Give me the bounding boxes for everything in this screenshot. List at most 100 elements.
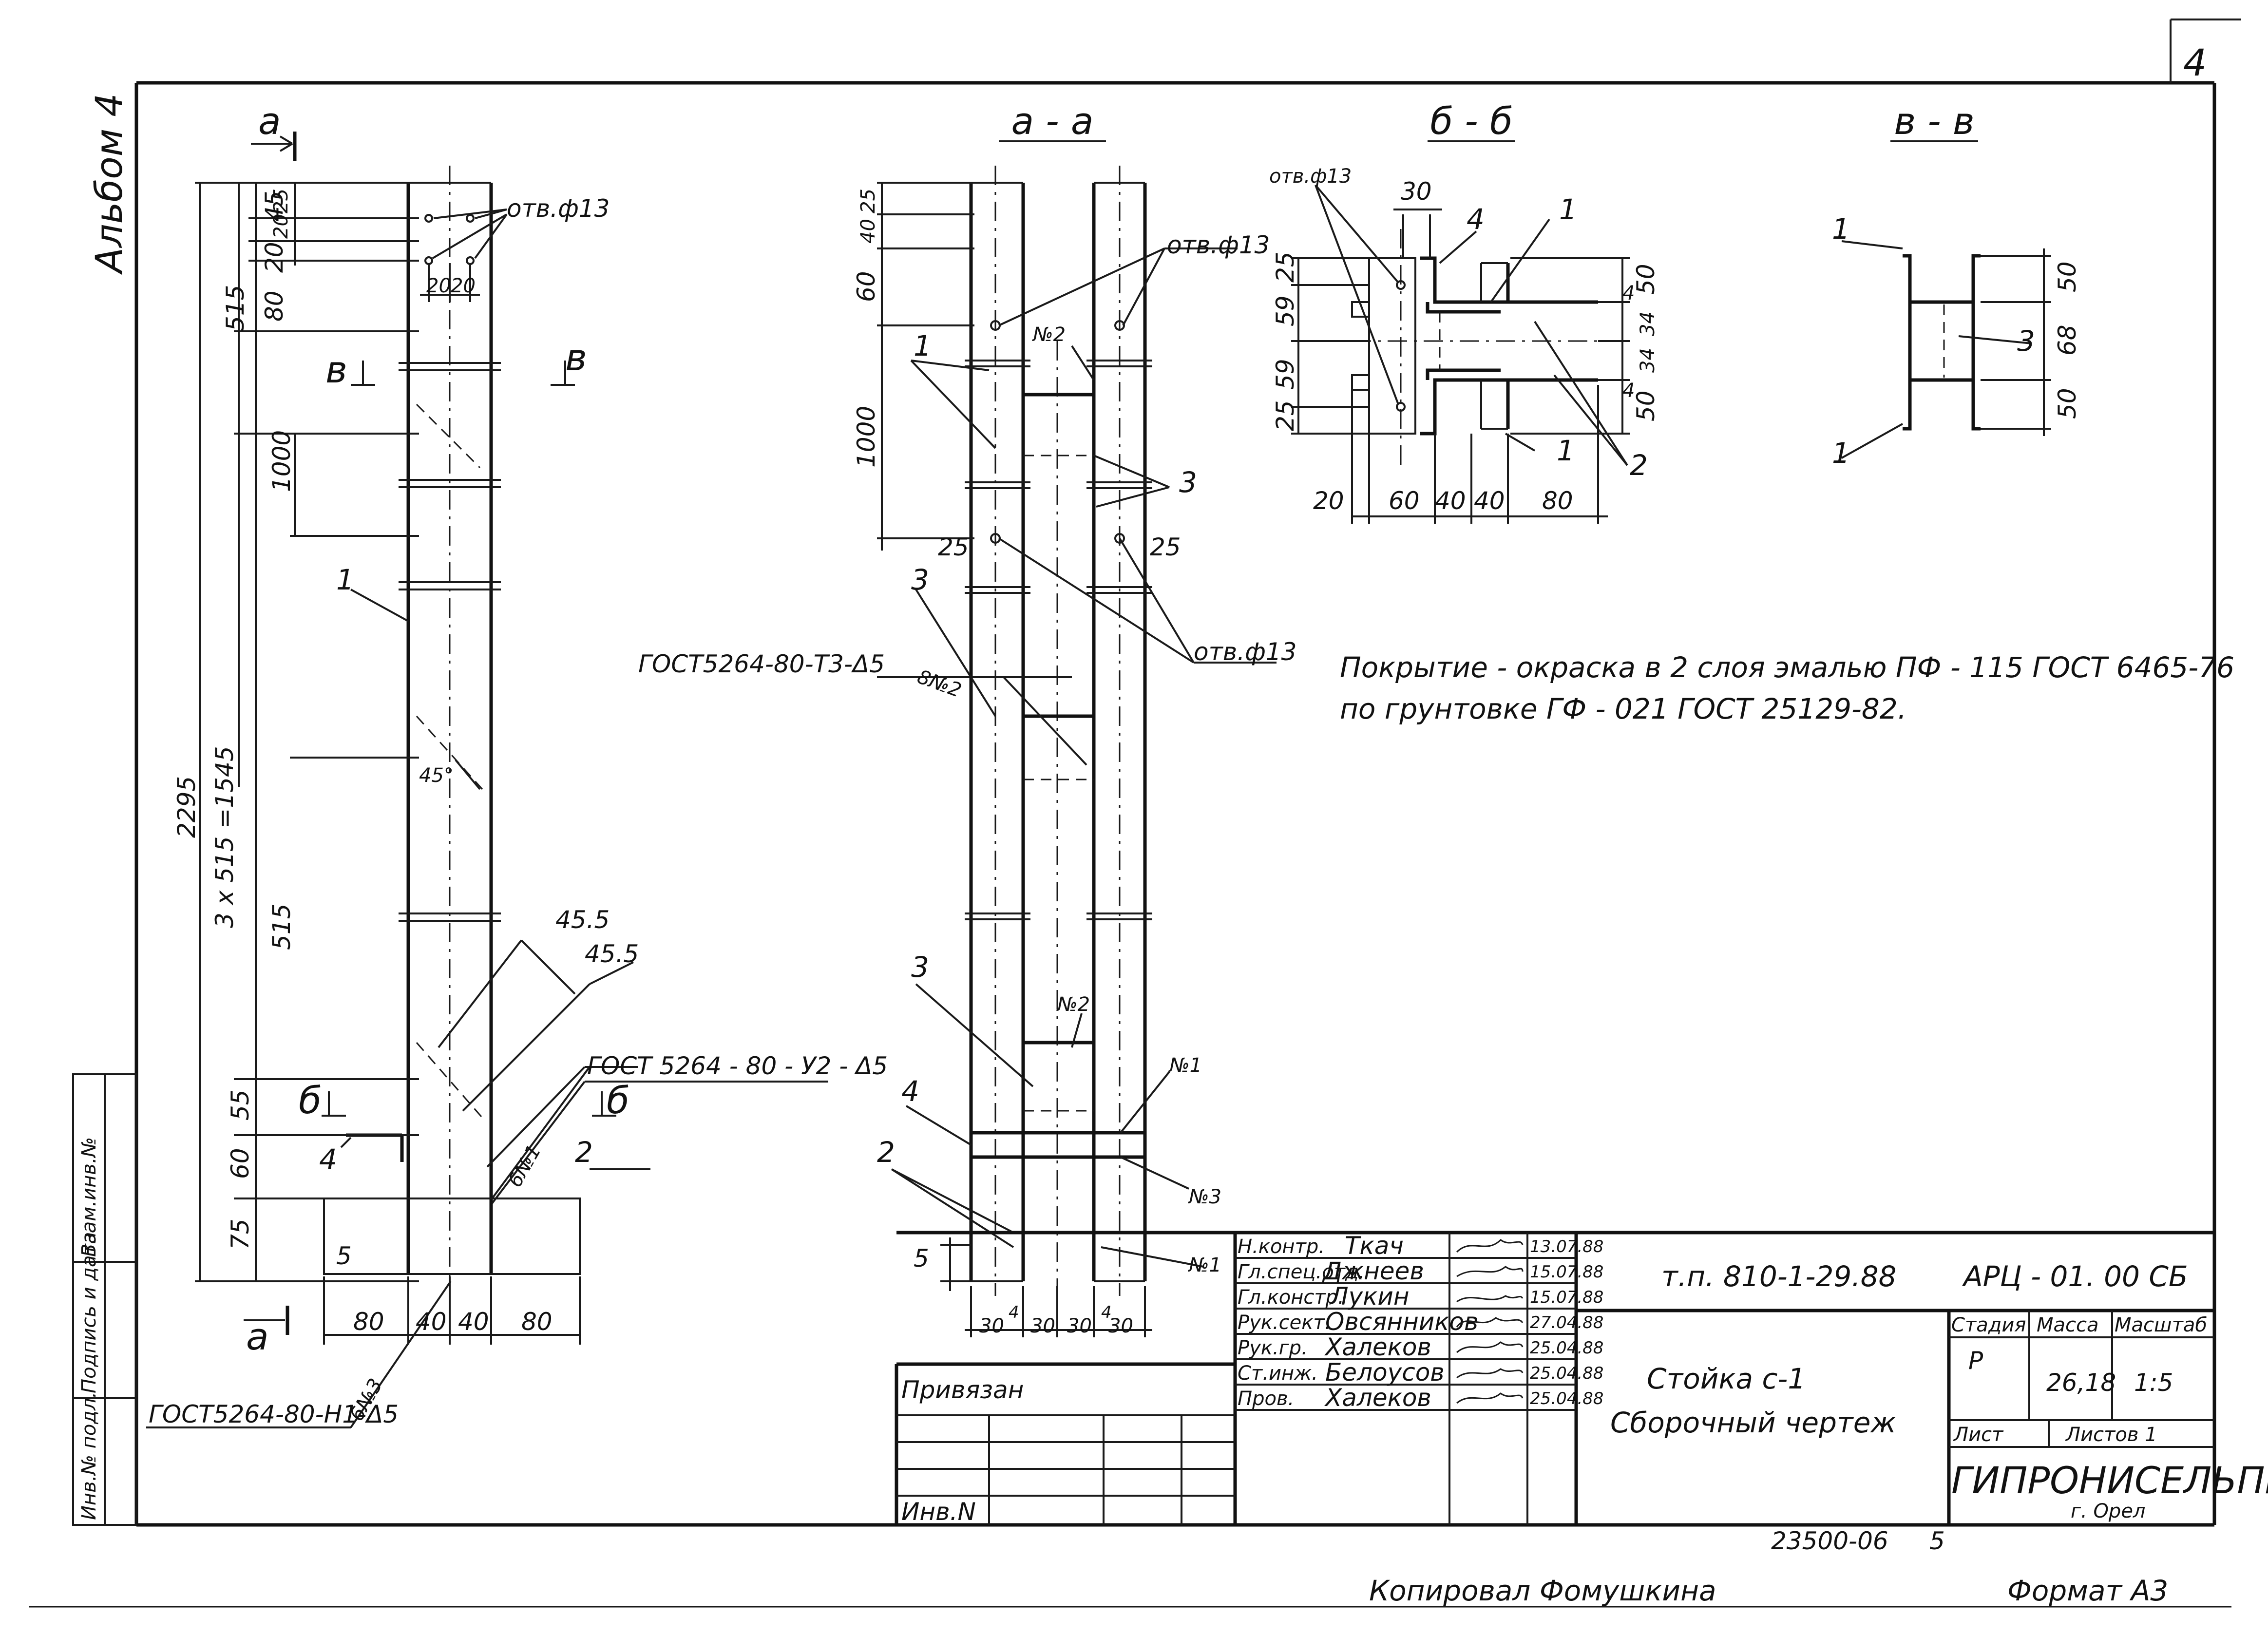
signer-name-1: Ткач xyxy=(1345,1232,1404,1260)
section-a-geometry xyxy=(877,140,1277,1337)
section-b-dim-left-59a: 59 xyxy=(1271,295,1299,326)
doc-code: АРЦ - 01. 00 СБ xyxy=(1962,1260,2188,1293)
section-a-dim-1000: 1000 xyxy=(852,406,880,468)
section-b-pos-4: 4 xyxy=(1467,203,1485,236)
main-dim-left-3x515: 3 x 515 =1545 xyxy=(210,746,239,928)
section-c-labels: в - в 1 1 3 50 68 50 xyxy=(1832,99,2081,470)
section-a-dim-25: 25 xyxy=(857,189,879,213)
section-a-weld-8n2: 8№2 xyxy=(915,665,965,702)
signer-name-6: Белоусов xyxy=(1325,1358,1445,1387)
stage-header: Стадия xyxy=(1951,1314,2026,1336)
section-c-title: в - в xyxy=(1894,99,1974,143)
main-dim-left-515b: 515 xyxy=(267,904,296,950)
section-b-dim-left-25b: 25 xyxy=(1271,400,1299,431)
section-a-weld-t3: ГОСТ5264-80-Т3-Δ5 xyxy=(638,650,885,678)
section-c-pos-1a: 1 xyxy=(1832,212,1850,246)
main-dim-left-45: 45 xyxy=(260,190,288,222)
main-dim-left-20b: 20 xyxy=(270,214,292,239)
signer-date-2: 15.07.88 xyxy=(1530,1262,1603,1282)
signer-date-4: 27.04.88 xyxy=(1530,1313,1603,1332)
section-a-dim-25-right: 25 xyxy=(1150,533,1181,561)
section-b-geometry xyxy=(1291,140,1630,524)
signer-role-1: Н.контр. xyxy=(1238,1236,1325,1258)
left-stamp xyxy=(72,1073,137,1526)
sheet-label: Лист xyxy=(1953,1424,2004,1446)
title-block-labels: Привязан Инв.N т.п. 810-1-29.88 АРЦ - 01… xyxy=(901,1232,2268,1526)
main-angle-45: 45° xyxy=(419,764,454,787)
main-dim-hole-20a: 20 xyxy=(426,275,451,297)
main-dim-left-5: 5 xyxy=(336,1242,352,1270)
section-a-pos-3c: 3 xyxy=(911,951,929,984)
section-b-dim-bottom-80: 80 xyxy=(1542,487,1573,515)
signer-role-7: Пров. xyxy=(1238,1388,1294,1410)
section-a-dim-bottom-4b: 4 xyxy=(1101,1303,1112,1322)
main-dim-bottom-40a: 40 xyxy=(416,1308,447,1336)
signer-role-5: Рук.гр. xyxy=(1238,1337,1308,1359)
main-dim-bottom-80a: 80 xyxy=(353,1308,384,1336)
section-b-dim-bottom-60: 60 xyxy=(1389,487,1420,515)
section-b-dim-right-4b: 4 xyxy=(1622,380,1635,402)
section-b-pos-1b: 1 xyxy=(1557,434,1575,467)
signatures xyxy=(1456,1239,1524,1404)
note-line-1: Покрытие - окраска в 2 слоя эмалью ПФ - … xyxy=(1340,651,2234,684)
section-b-dim-bottom-20: 20 xyxy=(1313,487,1344,515)
stamp-inv-podl: Инв.№ подл. xyxy=(78,1392,100,1520)
section-a-dim-bottom-4a: 4 xyxy=(1009,1303,1019,1322)
main-view-geometry xyxy=(146,132,828,1428)
signer-date-1: 13.07.88 xyxy=(1530,1237,1603,1256)
section-c-dim-68: 68 xyxy=(2053,324,2081,356)
main-weld-u2: ГОСТ 5264 - 80 - У2 - Δ5 xyxy=(587,1052,888,1080)
main-section-mark-a-bottom: а xyxy=(246,1315,269,1358)
main-view-labels: а а в в б б отв.ф13 45 20 25 20 80 515 1… xyxy=(149,99,888,1428)
title-line-1: Стойка с-1 xyxy=(1647,1362,1806,1395)
main-section-mark-v-left: в xyxy=(325,348,347,391)
project-code: т.п. 810-1-29.88 xyxy=(1661,1260,1897,1293)
section-a-title: а - а xyxy=(1011,99,1094,143)
main-weld-45-5a: 45.5 xyxy=(555,906,610,934)
inv-label: Инв.N xyxy=(901,1498,976,1526)
linked-label: Привязан xyxy=(901,1376,1024,1404)
stage-value: Р xyxy=(1968,1347,1983,1375)
main-dim-left-60: 60 xyxy=(226,1148,254,1179)
organization: ГИПРОНИСЕЛЬПРОМ xyxy=(1951,1459,2268,1502)
section-b-dim-bottom-40a: 40 xyxy=(1435,487,1466,515)
section-b-dim-right-4a: 4 xyxy=(1622,282,1635,304)
sheet-frame xyxy=(29,19,2241,1608)
archive-number: 23500-06 xyxy=(1771,1527,1888,1555)
section-a-dim-bottom-30d: 30 xyxy=(1108,1315,1133,1337)
section-a-dim-40: 40 xyxy=(857,219,879,244)
section-b-dim-right-50a: 50 xyxy=(1632,264,1660,295)
main-dim-left-515a: 515 xyxy=(221,285,249,331)
section-a-pos-3a: 3 xyxy=(1179,466,1197,499)
signer-role-6: Ст.инж. xyxy=(1238,1362,1318,1385)
section-b-title: б - б xyxy=(1430,99,1512,143)
section-c-pos-3: 3 xyxy=(2017,324,2035,358)
album-label: Альбом 4 xyxy=(87,93,131,275)
section-a-dim-bottom-30c: 30 xyxy=(1067,1315,1092,1337)
main-section-mark-b-right: б xyxy=(607,1079,629,1122)
main-dim-bottom-40b: 40 xyxy=(458,1308,489,1336)
section-b-dim-left-59b: 59 xyxy=(1271,359,1299,390)
section-b-dim-right-34a: 34 xyxy=(1637,311,1659,336)
section-b-dim-right-34b: 34 xyxy=(1637,348,1659,373)
main-weld-45-5b: 45.5 xyxy=(585,940,639,968)
main-section-mark-a-top: а xyxy=(258,99,281,143)
mass-header: Масса xyxy=(2037,1314,2099,1336)
section-b-dim-right-50b: 50 xyxy=(1632,390,1660,421)
main-dim-left-75: 75 xyxy=(226,1218,254,1250)
main-section-mark-b-left: б xyxy=(299,1079,322,1122)
sheets-label: Листов 1 xyxy=(2065,1424,2157,1446)
note-line-2: по грунтовке ГФ - 021 ГОСТ 25129-82. xyxy=(1340,692,1906,725)
stamp-replace-inv: Взам.инв.№ xyxy=(78,1137,100,1257)
section-b-dim-bottom-40b: 40 xyxy=(1474,487,1505,515)
main-dim-left-55: 55 xyxy=(226,1089,254,1121)
signer-date-6: 25.04.88 xyxy=(1530,1364,1603,1383)
archive-sheet: 5 xyxy=(1929,1527,1945,1555)
section-a-dim-60: 60 xyxy=(852,271,880,302)
sheet-format: Формат А3 xyxy=(2007,1574,2168,1607)
section-b-labels: б - б отв.ф13 30 4 1 1 2 25 59 59 25 50 … xyxy=(1269,99,1660,515)
signer-name-3: Лукин xyxy=(1329,1282,1410,1311)
main-dim-left-1000: 1000 xyxy=(267,430,296,492)
section-a-n2-top: №2 xyxy=(1032,323,1066,346)
